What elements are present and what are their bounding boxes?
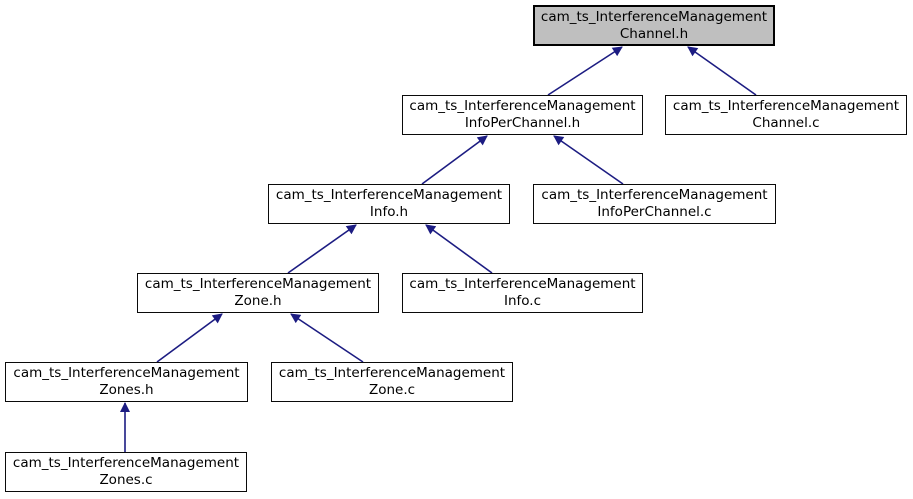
node-label-line2: Zones.h: [99, 382, 154, 398]
node-label-line1: cam_ts_InterferenceManagement: [409, 276, 636, 292]
edge-info-h-to-infoperchannel-h: [421, 135, 488, 185]
edge-infoperchannel-c-to-infoperchannel-h: [553, 135, 624, 185]
node-label-line2: Info.c: [503, 293, 542, 309]
node-label-line1: cam_ts_InterferenceManagement: [540, 8, 768, 25]
node-label-line1: cam_ts_InterferenceManagement: [409, 98, 636, 114]
node-cam-ts-interferencemanagement-zones-h[interactable]: cam_ts_InterferenceManagement Zones.h: [5, 362, 248, 402]
node-label-line2: Channel.h: [619, 25, 689, 42]
node-cam-ts-interferencemanagement-zones-c[interactable]: cam_ts_InterferenceManagement Zones.c: [5, 452, 247, 492]
edge-zone-c-to-zone-h: [290, 313, 364, 363]
node-cam-ts-interferencemanagement-info-h[interactable]: cam_ts_InterferenceManagement Info.h: [268, 184, 510, 224]
node-label-line2: Info.h: [369, 204, 409, 220]
edge-zones-h-to-zone-h: [156, 313, 223, 363]
node-cam-ts-interferencemanagement-zone-h[interactable]: cam_ts_InterferenceManagement Zone.h: [137, 273, 379, 313]
edge-channel-c-to-channel-h: [687, 46, 757, 96]
node-cam-ts-interferencemanagement-channel-h[interactable]: cam_ts_InterferenceManagement Channel.h: [533, 5, 775, 46]
edge-infoperchannel-h-to-channel-h: [547, 46, 623, 96]
node-label-line1: cam_ts_InterferenceManagement: [13, 365, 240, 381]
node-label-line2: InfoPerChannel.c: [597, 204, 712, 220]
node-cam-ts-interferencemanagement-infoperchannel-h[interactable]: cam_ts_InterferenceManagement InfoPerCha…: [402, 95, 643, 135]
edge-info-c-to-info-h: [425, 224, 493, 274]
node-label-line2: Channel.c: [752, 115, 820, 131]
node-label-line1: cam_ts_InterferenceManagement: [541, 187, 768, 203]
node-label-line1: cam_ts_InterferenceManagement: [278, 365, 506, 381]
node-label-line2: Zone.c: [368, 382, 416, 398]
node-label-line2: Zone.h: [234, 293, 282, 309]
node-label-line2: Zones.c: [99, 472, 153, 488]
node-cam-ts-interferencemanagement-info-c[interactable]: cam_ts_InterferenceManagement Info.c: [402, 273, 643, 313]
node-label-line1: cam_ts_InterferenceManagement: [144, 276, 372, 292]
node-cam-ts-interferencemanagement-channel-c[interactable]: cam_ts_InterferenceManagement Channel.c: [665, 95, 907, 135]
node-cam-ts-interferencemanagement-infoperchannel-c[interactable]: cam_ts_InterferenceManagement InfoPerCha…: [533, 184, 776, 224]
node-label-line2: InfoPerChannel.h: [464, 115, 581, 131]
node-label-line1: cam_ts_InterferenceManagement: [275, 187, 503, 203]
node-label-line1: cam_ts_InterferenceManagement: [672, 98, 900, 114]
node-label-line1: cam_ts_InterferenceManagement: [12, 455, 240, 471]
edge-zone-h-to-info-h: [287, 224, 357, 274]
node-cam-ts-interferencemanagement-zone-c[interactable]: cam_ts_InterferenceManagement Zone.c: [271, 362, 513, 402]
